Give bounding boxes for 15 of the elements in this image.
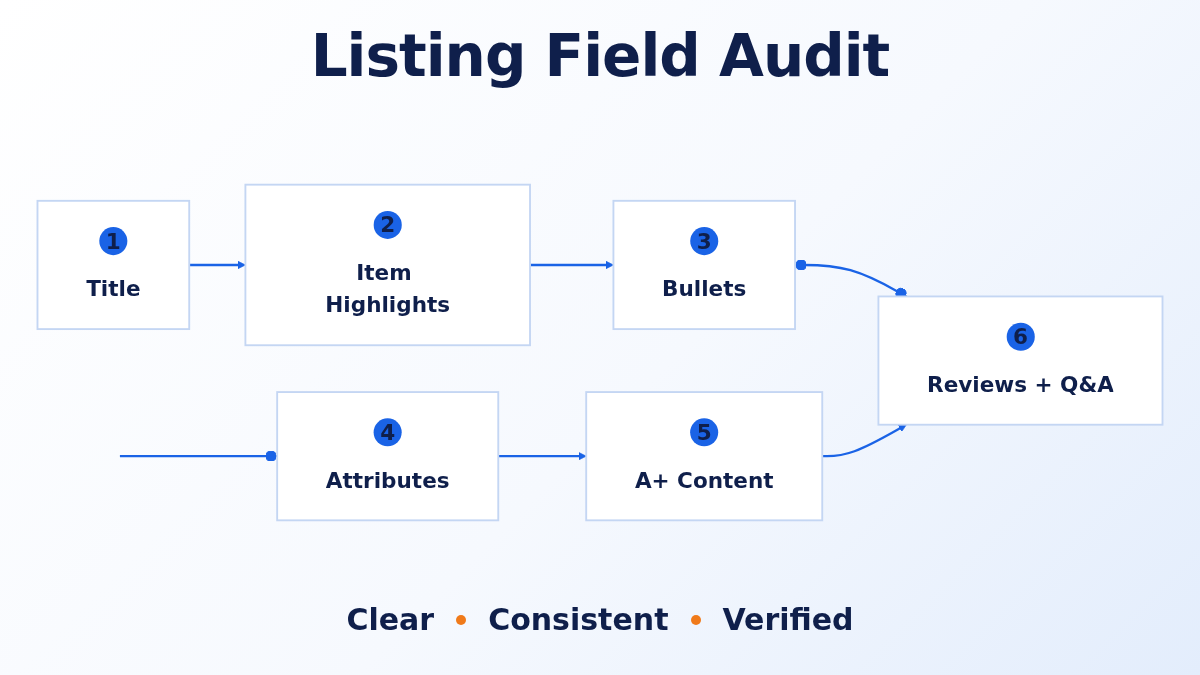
keyword-label: Consistent (488, 602, 669, 637)
diagram-title: Listing Field Audit (310, 22, 890, 90)
connector (119, 450, 278, 462)
node-box: 2 Item Highlights (244, 183, 531, 347)
arrow (530, 260, 614, 270)
arrow (822, 424, 907, 458)
node-box: 3 Bullets (612, 199, 796, 331)
arrow (498, 452, 587, 461)
keyword-label: Verified (722, 602, 854, 637)
node-box: 1 Title (36, 199, 191, 331)
node-box: 4 Attributes (276, 391, 500, 522)
keyword-label: Clear (346, 602, 435, 637)
node-box: 5 A+ Content (585, 391, 824, 522)
node-box: 6 Reviews + Q&A (877, 295, 1164, 426)
arrow (189, 260, 246, 270)
